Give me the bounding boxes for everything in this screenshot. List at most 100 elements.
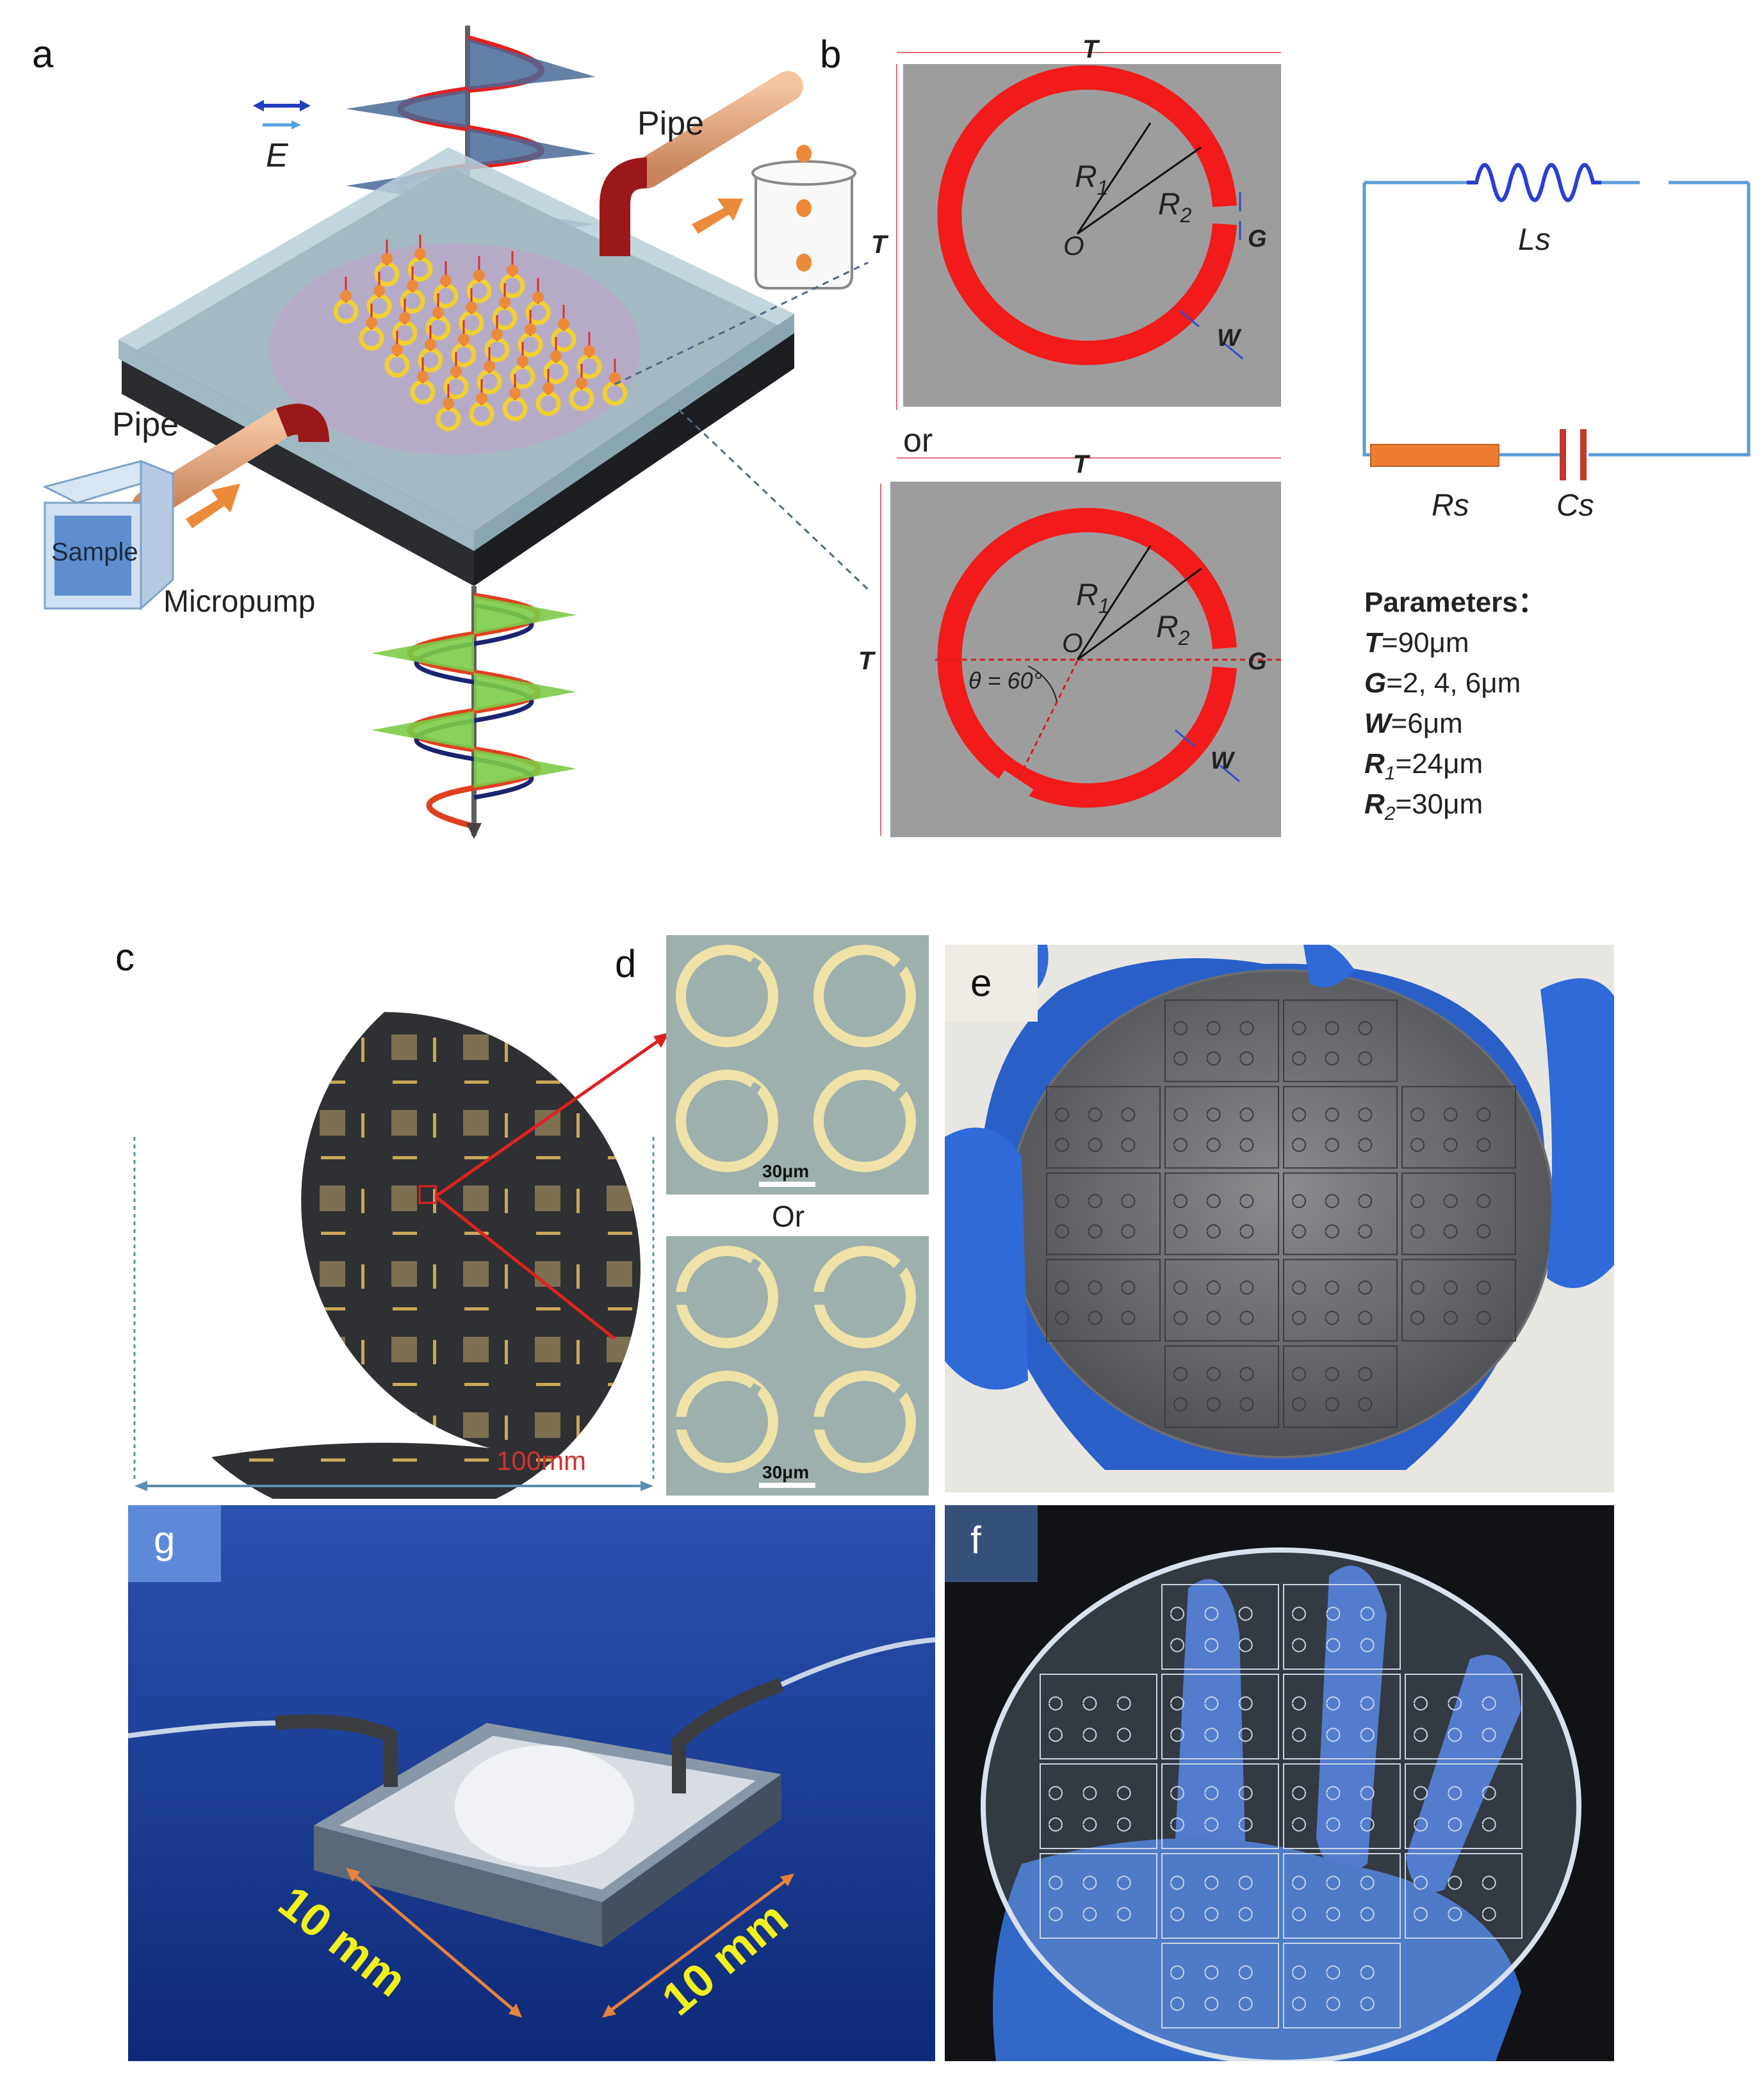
panel-label-f: f (970, 1519, 981, 1562)
label-R1-top: R1 (1075, 160, 1108, 199)
device-cell (1283, 1345, 1398, 1428)
label-Or: Or (772, 1200, 804, 1233)
die (320, 1034, 345, 1060)
e-field-arrows (253, 100, 311, 129)
die (463, 1337, 489, 1362)
label-T-left2: T (858, 647, 876, 675)
device-cell (1164, 1259, 1279, 1342)
panel-label-a: a (32, 33, 54, 76)
beaker (692, 145, 856, 290)
param-W: W=6μm (1364, 708, 1463, 739)
label-R2-bottom: R2 (1156, 610, 1190, 649)
die (391, 1110, 417, 1136)
device-cell (1161, 1584, 1279, 1670)
die (463, 1412, 489, 1438)
panel-label-g: g (154, 1519, 176, 1562)
device-cell (1161, 1763, 1279, 1849)
die (535, 1186, 560, 1211)
die (607, 1261, 632, 1287)
die (248, 1034, 274, 1060)
label-O-top: O (1063, 231, 1084, 261)
die (176, 1110, 202, 1136)
die (320, 1186, 345, 1211)
srr-micrograph-ring (813, 1070, 916, 1172)
label-O-bottom: O (1062, 628, 1083, 658)
transmitted-wave (372, 586, 576, 839)
scale-30um-1: 30μm (762, 1161, 809, 1181)
device-cell (1046, 1086, 1161, 1169)
device-cell (1040, 1674, 1157, 1759)
device-cell (1164, 999, 1279, 1082)
panel-e: e (945, 945, 1614, 1492)
panel-label-c: c (115, 936, 135, 979)
micropump-label: Micropump (163, 585, 315, 619)
die (248, 1110, 274, 1136)
label-G-bottom: G (1248, 648, 1267, 675)
device-cell (1164, 1086, 1279, 1169)
die (607, 1412, 632, 1438)
die (320, 1412, 345, 1438)
srr-cell-bottom (880, 457, 1281, 837)
die (248, 1412, 274, 1438)
srr-cell-top (896, 52, 1281, 410)
die (463, 1110, 489, 1136)
device-cell (1040, 1763, 1157, 1849)
device-cell (1161, 1853, 1279, 1939)
die (176, 1261, 202, 1287)
equivalent-circuit (1362, 163, 1751, 480)
srr-micrographs (676, 945, 916, 1473)
panel-label-g-box (128, 1505, 221, 1582)
die (391, 1261, 417, 1287)
label-theta: θ = 60° (968, 667, 1042, 694)
device-cell (1283, 1172, 1398, 1255)
die (391, 1337, 417, 1362)
srr-array (333, 234, 628, 432)
die (463, 1186, 489, 1211)
die (176, 1337, 202, 1362)
die (176, 1186, 202, 1211)
wafer-photo: 100mm (133, 1012, 655, 1524)
device-cell (1161, 1674, 1279, 1759)
die (607, 1186, 632, 1211)
label-T-top2: T (1073, 450, 1091, 478)
die (320, 1337, 345, 1362)
label-W-bottom: W (1211, 747, 1236, 774)
panel-label-f-box (945, 1505, 1038, 1582)
panel-label-b: b (820, 33, 842, 76)
parameters-title: Parameters： (1364, 587, 1546, 618)
device-cell (1283, 1584, 1401, 1670)
scale-30um-2: 30μm (762, 1462, 809, 1482)
microscope-images: 30μm 30μm Or (666, 935, 929, 1496)
sample-label: Sample (51, 538, 138, 566)
die (248, 1186, 274, 1211)
device-cell (1161, 1943, 1279, 2028)
zoom-connectors (614, 261, 869, 591)
device-cell (1283, 1259, 1398, 1342)
device-cell (1405, 1674, 1523, 1759)
pipe-top-label: Pipe (637, 105, 704, 142)
label-or: or (903, 422, 933, 459)
device-cell (1405, 1763, 1523, 1849)
transparent-wafer-photo (981, 1547, 1581, 2061)
label-R2-top: R2 (1158, 188, 1192, 227)
e-field-label: E (266, 137, 289, 174)
scale-100mm: 100mm (496, 1446, 586, 1476)
label-Cs: Cs (1556, 489, 1594, 523)
die (320, 1110, 345, 1136)
panel-f: f (945, 1505, 1614, 2061)
device-cell (1046, 1172, 1161, 1255)
device-cell (1283, 1086, 1398, 1169)
panel-b: b T T R1 R2 O G W or (807, 0, 1764, 852)
outlet-pipe (600, 71, 803, 256)
device-cell (1040, 1853, 1157, 1939)
die (391, 1186, 417, 1211)
device-cell (1164, 1345, 1279, 1428)
die (463, 1034, 489, 1060)
param-R1: R1=24μm (1364, 748, 1483, 784)
panel-label-e: e (970, 961, 992, 1004)
inductor-coil (1467, 163, 1601, 202)
label-G-top: G (1248, 225, 1267, 252)
panel-label-d: d (615, 942, 637, 985)
label-R1-bottom: R1 (1076, 578, 1109, 617)
label-W-top: W (1217, 325, 1242, 352)
